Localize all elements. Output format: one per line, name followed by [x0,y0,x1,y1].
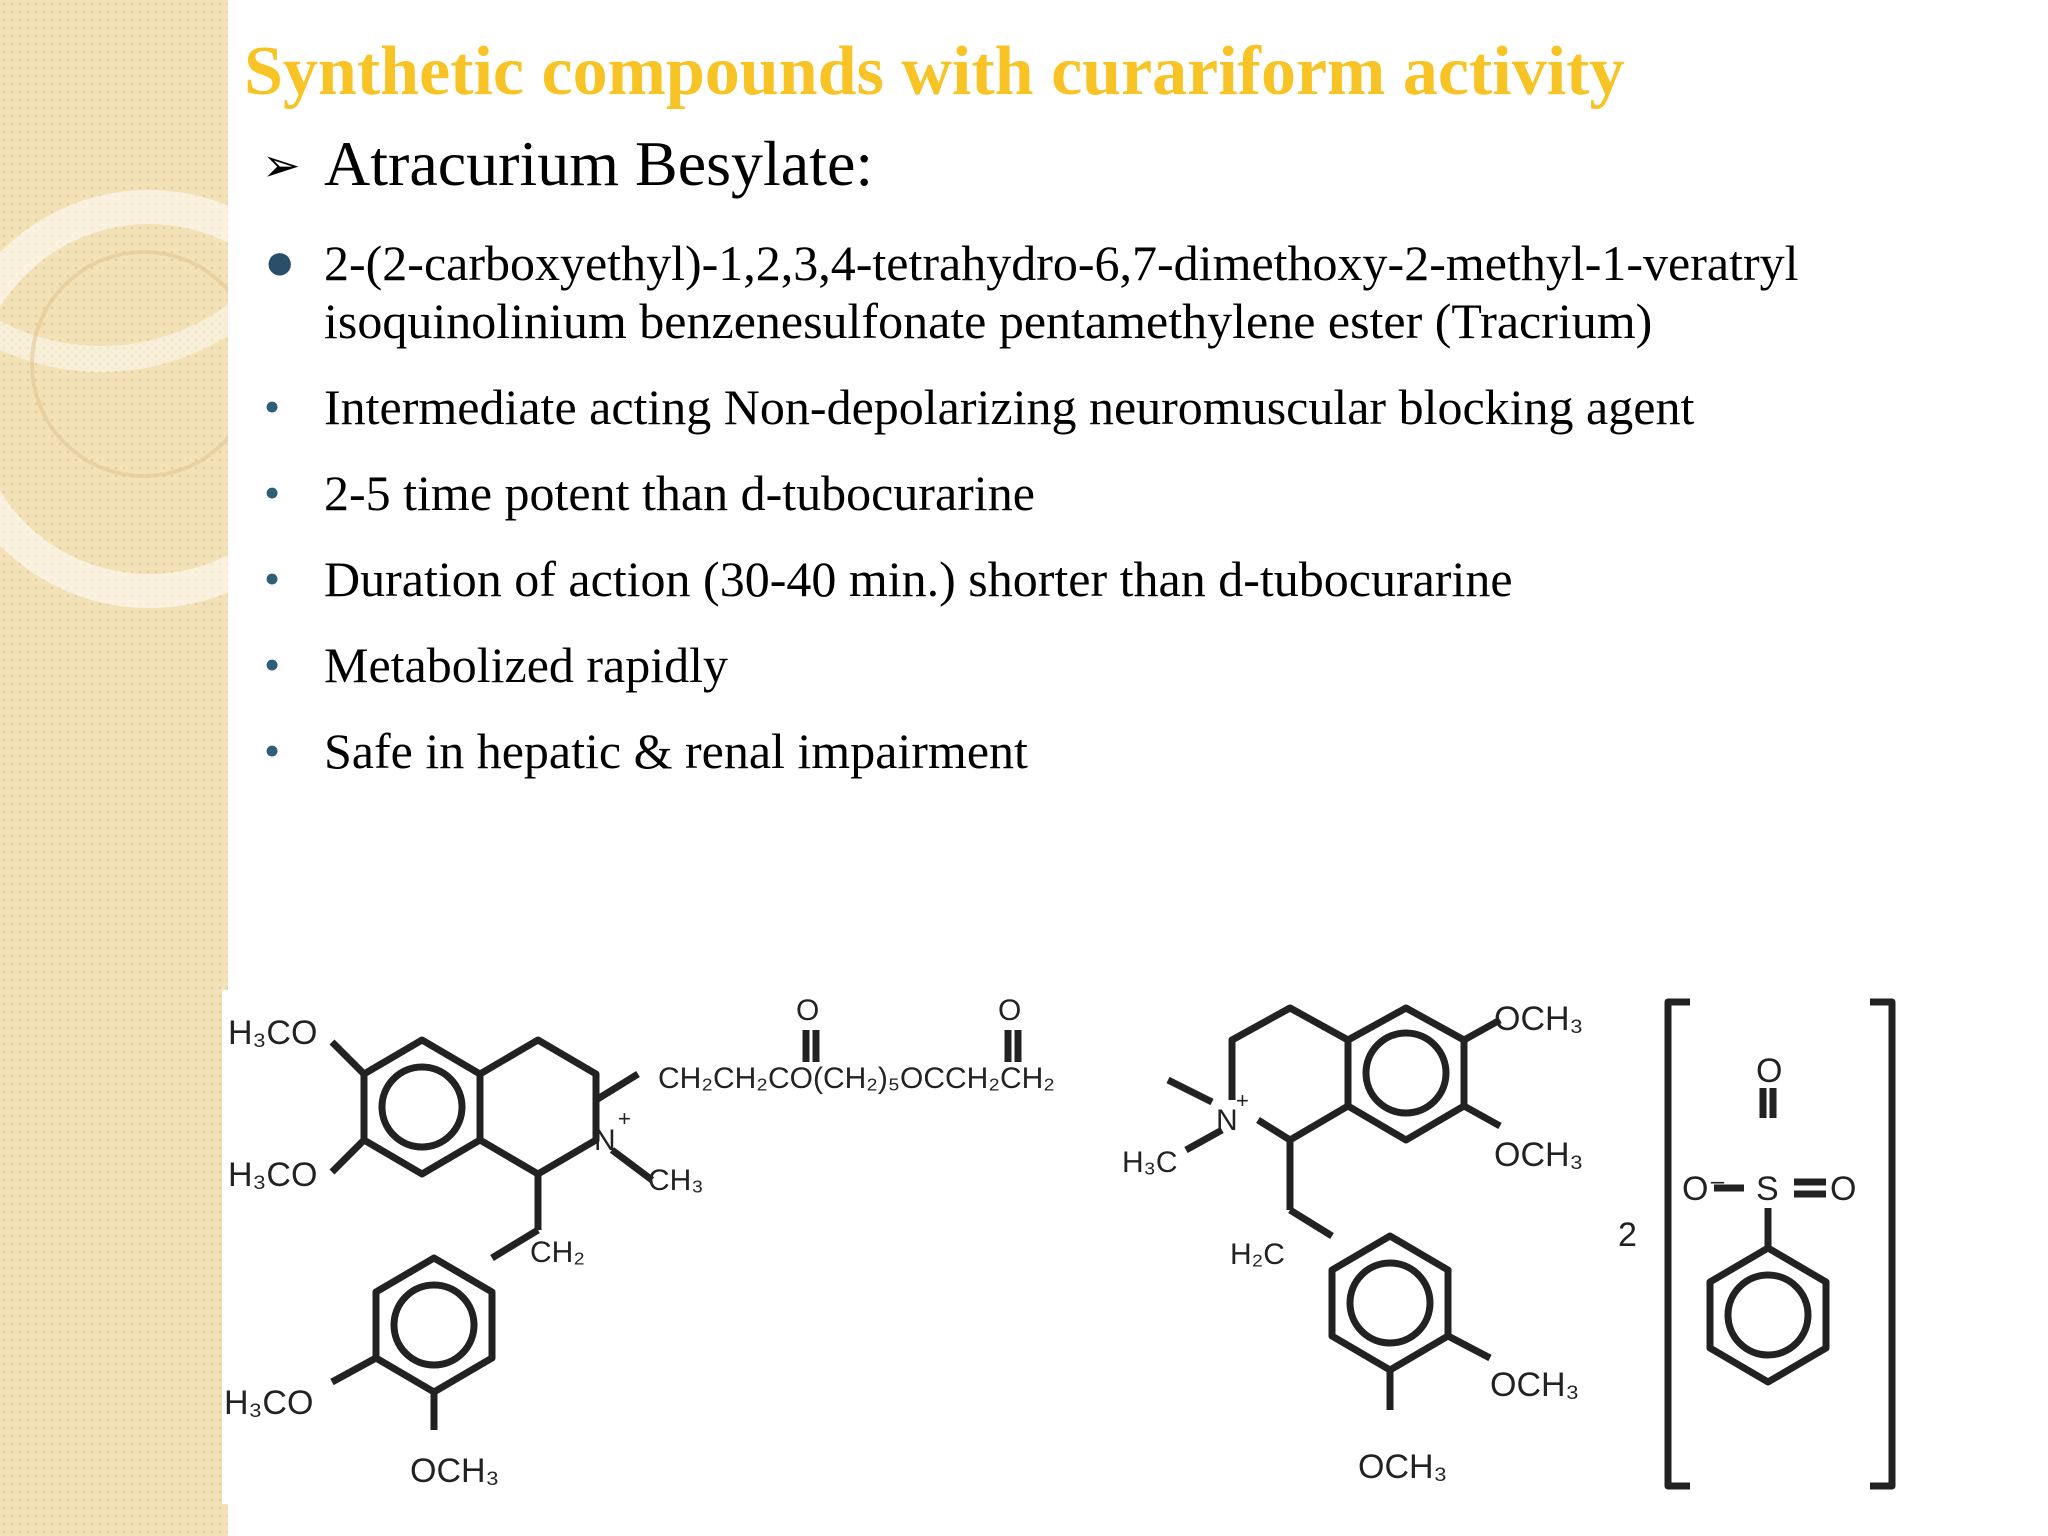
bullet-text: 2-5 time potent than d-tubocurarine [324,465,1035,521]
methoxy-label: H₃CO [224,1384,313,1422]
decorative-ring [30,250,228,478]
sulfur-atom: S [1756,1170,1779,1208]
bullet-item: • Intermediate acting Non-depolarizing ne… [262,378,2012,436]
methoxy-label: H₃CO [228,1156,317,1194]
bullet-dot-icon: • [264,467,281,518]
sulfonate-oxygen: O⁻ [1682,1170,1726,1208]
methoxy-label: OCH₃ [410,1452,499,1490]
bullet-text: Duration of action (30-40 min.) shorter … [324,551,1513,607]
atracurium-besylate-structure: H₃CO H₃CO N + CH₃ CH₂ H₃CO OCH₃ O O CH₂C… [224,994,1896,1490]
stoichiometry-label: 2 [1618,1216,1637,1254]
methylene-label: CH₂ [530,1236,585,1269]
methoxy-label: OCH₃ [1358,1448,1447,1486]
methoxy-label: OCH₃ [1494,1136,1583,1174]
bullet-dot-icon: ● [264,234,296,291]
bullet-list: ● 2-(2-carboxyethyl)-1,2,3,4-tetrahydro-6… [262,234,2012,808]
sulfonyl-oxygen: O [1756,1052,1782,1090]
methylene-label: H₂C [1230,1238,1285,1271]
bracket-right [1870,998,1896,1490]
decorative-left-strip [0,0,228,1536]
charge-label: + [1236,1088,1249,1113]
carbonyl-oxygen: O [998,994,1021,1027]
bullet-item: ● 2-(2-carboxyethyl)-1,2,3,4-tetrahydro-6… [262,234,2012,350]
sulfonyl-oxygen: O [1830,1170,1856,1208]
methoxy-label: OCH₃ [1494,1000,1583,1038]
methoxy-label: OCH₃ [1490,1366,1579,1404]
arrow-bullet-icon: ➢ [262,140,301,192]
bullet-text: Metabolized rapidly [324,637,729,693]
methyl-label: CH₃ [648,1164,704,1197]
benzene-ring [1706,1244,1830,1386]
aromatic-circle [378,1063,466,1151]
carbonyl-oxygen: O [796,994,819,1027]
aromatic-circle [1362,1029,1450,1117]
bullet-item: • 2-5 time potent than d-tubocurarine [262,464,2012,522]
bullet-dot-icon: • [264,553,281,604]
heterocycle-ring [1228,1004,1352,1144]
subheading-text: Atracurium Besylate: [324,128,874,199]
bullet-text: Intermediate acting Non-depolarizing neu… [324,379,1695,435]
bullet-item: • Metabolized rapidly [262,636,2012,694]
slide-title: Synthetic compounds with curariform acti… [244,33,1625,110]
bullet-item: • Safe in hepatic & renal impairment [262,722,2012,780]
aromatic-circle [1346,1259,1434,1347]
bullet-item: • Duration of action (30-40 min.) shorter… [262,550,2012,608]
bullet-dot-icon: • [264,725,281,776]
aromatic-circle [1724,1271,1812,1359]
nitrogen-label: N [1216,1104,1238,1137]
methyl-label: H₃C [1122,1146,1178,1179]
methoxy-label: H₃CO [228,1014,317,1052]
bullet-text: 2-(2-carboxyethyl)-1,2,3,4-tetrahydro-6,… [324,235,1799,349]
heterocycle-ring [478,1036,600,1178]
charge-label: + [618,1106,631,1131]
aromatic-circle [390,1281,478,1369]
bullet-dot-icon: • [264,381,281,432]
bullet-dot-icon: • [264,639,281,690]
subheading: ➢ Atracurium Besylate: [262,126,873,208]
ester-chain-label: CH₂CH₂CO(CH₂)₅OCCH₂CH₂ [658,1062,1055,1095]
chemical-structure-diagram: H₃CO H₃CO N + CH₃ CH₂ H₃CO OCH₃ O O CH₂C… [222,990,1898,1504]
bracket-left [1664,998,1690,1490]
bullet-text: Safe in hepatic & renal impairment [324,723,1028,779]
nitrogen-label: N [594,1124,616,1157]
